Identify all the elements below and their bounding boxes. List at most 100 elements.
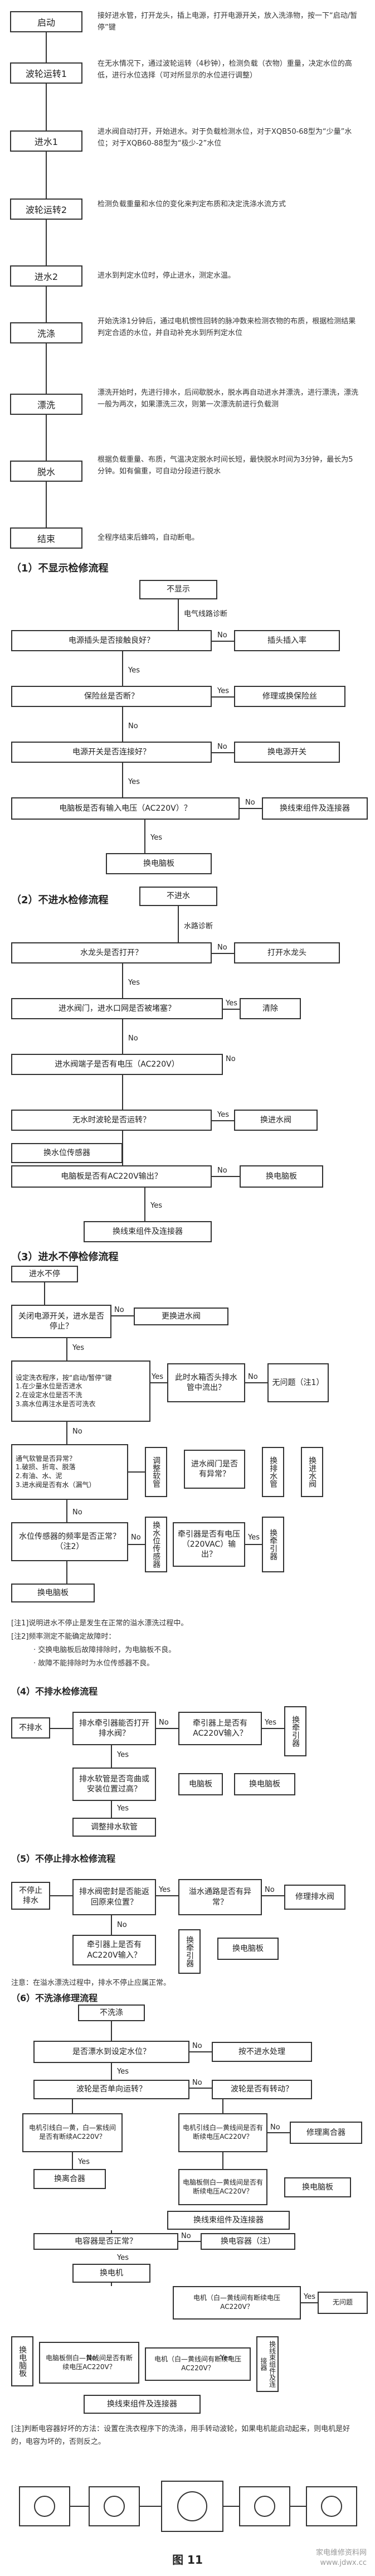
step-end-desc: 全程序结束后蜂鸣，自动断电。 [98, 534, 199, 542]
s2-q1: 水龙头是否打开？ [11, 942, 212, 963]
watermark-line2: www.jdwx.cc [320, 2559, 367, 2568]
s3-yes1: Yes [72, 1344, 84, 1352]
wiring-diagram [19, 2481, 357, 2532]
s6-q10b: 电机（白—黄线间有断续电压AC220V？ [145, 2347, 251, 2381]
s1-no3: No [217, 743, 227, 751]
s3-yes5: Yes [248, 1533, 260, 1542]
s5-q2: 溢水通路是否有异常？ [178, 1879, 262, 1915]
s6-yes5: Yes [304, 2293, 315, 2301]
s3-a4: 调整软管 [145, 1447, 167, 1497]
s6-q10: 电机（白—黄线间有断续电压AC220V？ [173, 2286, 301, 2320]
s6-q5: 电机引线白—黄线间是否有断续电压AC220V？ [178, 2113, 267, 2152]
s1-a2: 修理或换保险丝 [234, 686, 345, 707]
s6-q3: 波轮是否有转动？ [212, 2080, 312, 2099]
step-fill2-box: 进水2 [10, 265, 82, 287]
s6-a9: 换电机 [72, 2264, 150, 2283]
s3-q7: 水位传感器的频率是否正常？（注2） [11, 1522, 128, 1561]
s6-start: 不洗涤 [78, 2004, 145, 2021]
s2-q2: 进水阀门，进水口网是否被堵塞？ [11, 998, 223, 1019]
s6-a12b: 换线束组件及连接器 [256, 2336, 279, 2392]
notes1-2: · 交换电脑板后故障排除时，为电脑板不良。 [33, 1646, 176, 1654]
figure-caption: 图 11 [172, 2553, 203, 2567]
s6-title: （6）不洗涤修理流程 [11, 1993, 98, 2003]
step-wash-desc: 开始洗涤1分钟后，通过电机惯性回转的脉冲数来检测衣物的布质，根据检测结果判定合适… [98, 317, 356, 338]
s6-a10: 无问题 [318, 2292, 368, 2314]
s4-start: 不排水 [11, 1717, 50, 1739]
s3-no3: No [72, 1427, 82, 1436]
step-fill1-box: 进水1 [10, 130, 82, 152]
s4-title: （4）不排水检修流程 [11, 1686, 98, 1697]
s3-a8: 换牵引器 [262, 1517, 284, 1572]
watermark: 家电维修资料网 www.jdwx.cc [316, 2548, 367, 2568]
s2-a1: 打开水龙头 [234, 942, 340, 963]
s1-diag: 电气线路诊断 [184, 610, 228, 618]
s6-no1: No [192, 2042, 202, 2050]
s3-a1: 更换进水阀 [134, 1308, 228, 1325]
s2-no3: No [226, 1055, 236, 1063]
s6-a12: 换线束组件及连接器 [84, 2395, 201, 2414]
s3-q6: 进水阀门是否有异常？ [184, 1450, 245, 1489]
step-spin-desc: 根据负载重量、布质，气温决定脱水时间长短，最快脱水时间为3分钟，最长为5分钟。如… [98, 456, 353, 476]
s6-no2: No [192, 2079, 202, 2087]
s2-q4: 无水时波轮是否运转？ [11, 1110, 212, 1131]
s5-a3: 换牵引器 [178, 1929, 201, 1974]
s2-yes5: Yes [150, 1202, 162, 1210]
s6-yes4: Yes [117, 2254, 129, 2262]
s5-a4: 换电脑板 [217, 1938, 279, 1960]
s1-title: （1）不显示检修流程 [11, 563, 109, 574]
step-agitate2-box: 波轮运转2 [10, 198, 82, 220]
notes1-3: · 故障不能排除时为水位传感器不良。 [33, 1659, 154, 1668]
notes1-1: [注2]频率测定不能确定故障时： [11, 1633, 116, 1641]
s6-no6: No [86, 2354, 96, 2362]
s6-a1: 按不进水处理 [212, 2042, 312, 2062]
s6-a8: 换电容器（注） [201, 2233, 295, 2250]
s6-a6: 换电脑板 [284, 2177, 351, 2197]
s3-yes2: Yes [152, 1373, 163, 1381]
s2-a5: 换水位传感器 [11, 1143, 123, 1163]
s5-yes1: Yes [159, 1886, 171, 1894]
s2-diag: 水路诊断 [184, 922, 213, 931]
s3-a5: 换进水阀 [301, 1447, 323, 1497]
step-fill2-desc: 进水到判定水位时，停止进水，测定水温。 [98, 272, 236, 280]
s1-yes2: Yes [217, 687, 229, 695]
s6-no4: No [181, 2232, 191, 2240]
s2-start: 不进水 [139, 887, 217, 906]
s3-a3: 无问题（注1） [267, 1363, 329, 1402]
s1-no1: No [217, 631, 227, 640]
s2-yes2: Yes [226, 999, 237, 1008]
s6-q1: 是否漂水到设定水位？ [33, 2041, 189, 2063]
s3-title: （3）进水不停检修流程 [11, 1251, 119, 1263]
s1-q3: 电源开关是否连接好？ [11, 742, 212, 763]
s1-q1: 电源插头是否接触良好？ [11, 630, 212, 651]
s1-yes4: Yes [150, 834, 162, 842]
s1-a3: 换电源开关 [234, 742, 340, 763]
s4-q2: 牵引器上是否有AC220V输入？ [178, 1712, 262, 1745]
s4-q1: 排水牵引器能否打开排水阀？ [72, 1712, 156, 1745]
s6-yes6: Yes [220, 2354, 232, 2362]
s5-no2: No [117, 1921, 127, 1929]
s2-a6: 换电脑板 [240, 1165, 323, 1188]
s1-start: 不显示 [139, 580, 217, 599]
s3-q4: 通气软管是否异常？ 1.破损、折弯、脱落 2.有油、水、泥 3.进水阀是否有水（… [11, 1444, 128, 1500]
s4-no1: No [159, 1718, 169, 1727]
s2-a4: 换进水阀 [234, 1110, 318, 1131]
s2-title: （2）不进水检修流程 [11, 894, 109, 906]
s3-q3: 此时水箱否头排水管中流出？ [167, 1363, 245, 1402]
s5-no1: No [265, 1886, 275, 1894]
step-agitate1-desc: 在无水情况下，通过波轮运转（4秒钟），检测负载（衣物）重量，决定水位的高低，进行… [98, 60, 352, 80]
s3-start: 进水不停 [11, 1266, 78, 1282]
s6-q11: 电脑板侧白—黄线间是否有断续电压AC220V？ [39, 2342, 139, 2384]
step-rinse-desc: 漂洗开始时，先进行排水，后间歇脱水，脱水再自动进水并漂洗，进行漂洗，漂洗一般为两… [98, 389, 359, 409]
s6-no3: No [270, 2123, 280, 2132]
s2-no1: No [217, 943, 227, 952]
s3-no2: No [248, 1373, 258, 1381]
s2-no2: No [128, 1034, 138, 1043]
s6-q2: 波轮是否单向运转？ [33, 2080, 189, 2099]
s4-yes3: Yes [117, 1804, 129, 1813]
s2-yes1: Yes [128, 979, 140, 987]
s5-q3: 牵引器上是否有AC220V输入？ [72, 1935, 156, 1965]
step-start-box: 启动 [10, 11, 82, 32]
s1-a5: 换电脑板 [106, 853, 212, 874]
s6-yes2: Yes [78, 2158, 90, 2166]
s2-a7: 换线束组件及连接器 [84, 1221, 212, 1242]
